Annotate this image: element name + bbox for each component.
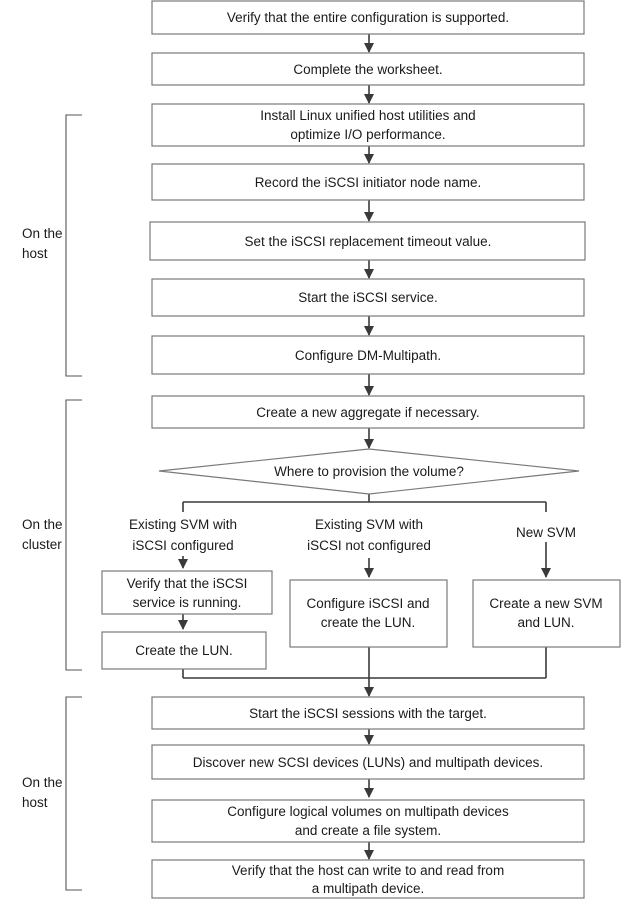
bracket-host-top — [65, 114, 82, 377]
svg-text:and create a file system.: and create a file system. — [295, 823, 441, 838]
group-label-host-bottom-2: host — [22, 795, 48, 810]
svg-text:Start the iSCSI service.: Start the iSCSI service. — [298, 290, 438, 305]
step-create-aggregate: Create a new aggregate if necessary. — [151, 395, 585, 429]
svg-text:create the LUN.: create the LUN. — [321, 615, 416, 630]
branch-label-existing-configured: Existing SVM with — [129, 517, 237, 532]
group-label-cluster: On the — [22, 517, 63, 532]
svg-text:Create a new SVM: Create a new SVM — [489, 596, 602, 611]
bracket-cluster — [65, 399, 82, 671]
step-install-utilities: Install Linux unified host utilities and… — [151, 103, 585, 147]
svg-text:Discover new SCSI devices (LUN: Discover new SCSI devices (LUNs) and mul… — [193, 755, 543, 770]
svg-text:Configure logical volumes on m: Configure logical volumes on multipath d… — [227, 804, 509, 819]
step-create-lun: Create the LUN. — [101, 631, 267, 670]
group-label-host-top-2: host — [22, 246, 48, 261]
group-label-host-bottom: On the — [22, 775, 63, 790]
step-verify-config: Verify that the entire configuration is … — [151, 0, 585, 35]
step-configure-iscsi: Configure iSCSI and create the LUN. — [289, 579, 448, 648]
branch-label-existing-not-configured-2: iSCSI not configured — [307, 538, 431, 553]
svg-text:Where to provision the volume?: Where to provision the volume? — [274, 464, 464, 479]
step-create-new-svm: Create a new SVM and LUN. — [472, 579, 621, 648]
svg-text:Record the iSCSI initiator nod: Record the iSCSI initiator node name. — [255, 175, 482, 190]
step-start-sessions: Start the iSCSI sessions with the target… — [151, 696, 585, 730]
decision-provision-volume: Where to provision the volume? — [158, 448, 580, 495]
svg-text:Create a new aggregate if nece: Create a new aggregate if necessary. — [256, 405, 479, 420]
svg-text:service is running.: service is running. — [133, 595, 242, 610]
svg-text:Set the iSCSI replacement time: Set the iSCSI replacement timeout value. — [245, 234, 492, 249]
branch-label-existing-not-configured: Existing SVM with — [315, 517, 423, 532]
step-start-service: Start the iSCSI service. — [151, 278, 585, 317]
branch-label-new-svm: New SVM — [516, 525, 576, 540]
svg-text:Configure DM-Multipath.: Configure DM-Multipath. — [295, 348, 441, 363]
svg-text:Install Linux unified host uti: Install Linux unified host utilities and — [260, 108, 475, 123]
branch-label-existing-configured-2: iSCSI configured — [132, 538, 233, 553]
svg-text:a multipath device.: a multipath device. — [312, 881, 425, 896]
svg-text:Configure iSCSI and: Configure iSCSI and — [306, 596, 429, 611]
step-discover-devices: Discover new SCSI devices (LUNs) and mul… — [151, 744, 585, 780]
bracket-host-bottom — [65, 696, 82, 891]
svg-text:optimize I/O performance.: optimize I/O performance. — [290, 127, 445, 142]
group-label-cluster-2: cluster — [22, 537, 62, 552]
step-record-node-name: Record the iSCSI initiator node name. — [151, 163, 585, 201]
step-configure-logical-volumes: Configure logical volumes on multipath d… — [151, 799, 585, 843]
svg-text:Verify that the host can write: Verify that the host can write to and re… — [232, 863, 504, 878]
step-worksheet: Complete the worksheet. — [151, 52, 585, 86]
svg-text:and LUN.: and LUN. — [517, 615, 574, 630]
group-label-host-top: On the — [22, 226, 63, 241]
step-configure-dm-multipath: Configure DM-Multipath. — [151, 335, 585, 375]
svg-text:Verify that the iSCSI: Verify that the iSCSI — [127, 576, 248, 591]
svg-text:Start the iSCSI sessions with: Start the iSCSI sessions with the target… — [249, 706, 487, 721]
svg-text:Verify that the entire configu: Verify that the entire configuration is … — [227, 10, 509, 25]
svg-text:Complete the worksheet.: Complete the worksheet. — [293, 62, 442, 77]
step-set-timeout: Set the iSCSI replacement timeout value. — [149, 221, 586, 261]
svg-text:Create the LUN.: Create the LUN. — [135, 643, 233, 658]
step-verify-service-running: Verify that the iSCSI service is running… — [101, 570, 273, 615]
step-verify-host-read-write: Verify that the host can write to and re… — [151, 859, 585, 899]
